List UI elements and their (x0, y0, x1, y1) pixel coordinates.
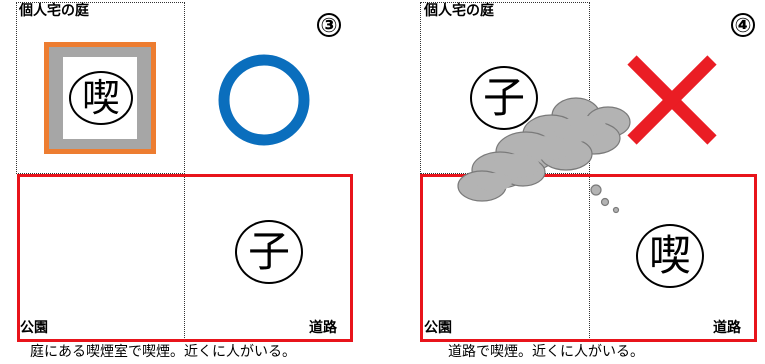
scenario-number: ④ (731, 13, 755, 37)
caption: 庭にある喫煙室で喫煙。近くに人がいる。 (30, 344, 296, 360)
caption: 道路で喫煙。近くに人がいる。 (448, 344, 644, 360)
cross-ng-icon (627, 55, 717, 145)
park-road-divider (589, 174, 590, 340)
circle-ok-icon (218, 54, 310, 146)
panel-4: 個人宅の庭 ④ 子 喫 (398, 0, 765, 364)
scenario-number: ③ (317, 13, 341, 37)
road-label: 道路 (713, 320, 741, 336)
yard-boundary (16, 2, 185, 174)
panel-3: 個人宅の庭 ③ 喫 子 公園 道路 庭にある喫煙室で喫煙。近くに人がいる。 (0, 0, 370, 364)
child-symbol: 子 (235, 220, 303, 284)
yard-label: 個人宅の庭 (19, 3, 89, 19)
park-label: 公園 (20, 320, 48, 336)
park-label: 公園 (424, 320, 452, 336)
yard-label: 個人宅の庭 (424, 3, 494, 19)
road-label: 道路 (309, 320, 337, 336)
public-area-boundary (420, 174, 757, 342)
smoker-symbol: 喫 (69, 71, 133, 125)
park-road-divider (184, 174, 185, 340)
smoking-room: 喫 (44, 42, 156, 154)
smoke-cloud-icon (457, 97, 631, 214)
public-area-boundary (17, 174, 353, 342)
child-symbol: 子 (470, 66, 538, 130)
smoker-symbol: 喫 (636, 224, 704, 288)
